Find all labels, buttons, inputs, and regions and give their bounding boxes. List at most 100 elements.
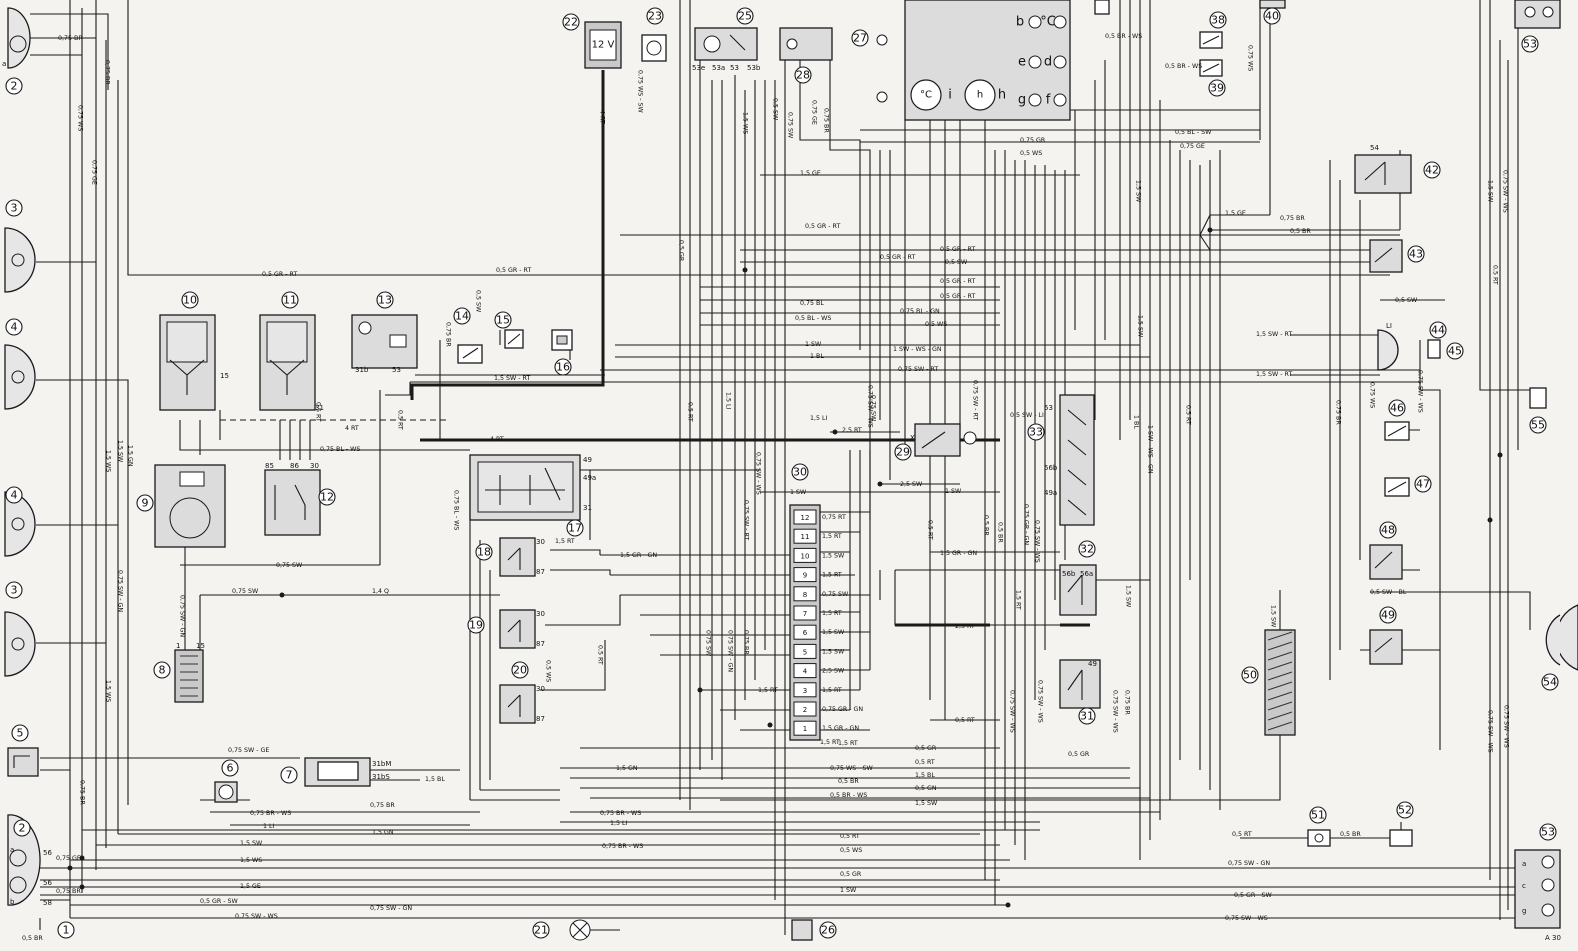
svg-text:3: 3	[11, 202, 18, 215]
battery-22: 12 V	[584, 21, 622, 69]
badge-17: 17	[566, 519, 584, 537]
svg-text:16: 16	[556, 361, 570, 374]
component-14-switch	[457, 344, 483, 364]
svg-text:0,75 SW - WS: 0,75 SW - WS	[1487, 710, 1494, 753]
svg-text:0,75 SW - WS: 0,75 SW - WS	[1503, 705, 1510, 748]
sender-28	[779, 27, 833, 61]
svg-text:0,75 BR: 0,75 BR	[823, 108, 830, 133]
svg-text:30: 30	[536, 610, 545, 618]
fuse-wire-label: 2,5 SW	[822, 668, 845, 675]
svg-text:2,5 SW: 2,5 SW	[900, 481, 923, 488]
svg-text:1 SW - WS - GN: 1 SW - WS - GN	[1147, 425, 1154, 474]
svg-text:1,5 GE: 1,5 GE	[240, 883, 261, 890]
svg-text:50: 50	[1243, 669, 1257, 682]
badge-22: 22	[562, 13, 580, 31]
svg-text:28: 28	[796, 69, 810, 82]
svg-text:0,5 BR: 0,5 BR	[1290, 228, 1311, 235]
svg-text:0,5 WS: 0,5 WS	[545, 660, 552, 682]
svg-text:0,75 BR: 0,75 BR	[743, 630, 750, 655]
svg-text:31: 31	[1080, 710, 1094, 723]
svg-text:0,75 GR: 0,75 GR	[1020, 137, 1046, 144]
svg-text:0,75 SW - WS: 0,75 SW - WS	[1225, 915, 1268, 922]
fuse-number: 5	[803, 648, 807, 656]
svg-text:0,75 BL - WS: 0,75 BL - WS	[453, 490, 460, 530]
svg-text:1: 1	[63, 924, 70, 937]
svg-text:1 LI: 1 LI	[263, 823, 275, 830]
svg-text:0,75 GE: 0,75 GE	[811, 100, 818, 125]
svg-text:30: 30	[536, 685, 545, 693]
svg-text:1,5 WS: 1,5 WS	[240, 857, 262, 864]
component-6-motor	[214, 781, 238, 803]
badge-28: 28	[794, 66, 812, 84]
svg-text:87: 87	[536, 640, 545, 648]
svg-text:1,5 GE: 1,5 GE	[1225, 210, 1246, 217]
svg-text:h: h	[998, 88, 1006, 103]
svg-text:18: 18	[477, 546, 491, 559]
svg-text:0,75 SW: 0,75 SW	[276, 562, 303, 569]
svg-text:0,75 BR: 0,75 BR	[370, 802, 395, 809]
badge-16: 16	[554, 358, 572, 376]
wiper-motor-25: 53e 53a 53 53b	[692, 27, 761, 72]
wire-network	[30, 0, 1540, 935]
svg-text:40: 40	[1265, 10, 1279, 23]
fuse-6	[793, 624, 817, 640]
svg-text:53: 53	[1541, 826, 1555, 839]
svg-text:7: 7	[286, 769, 293, 782]
badge-49: 49	[1379, 606, 1397, 624]
fuse-wire-label: 1,5 RT	[822, 687, 842, 694]
svg-text:0,5 SW: 0,5 SW	[475, 290, 482, 313]
svg-text:a: a	[2, 60, 6, 68]
svg-text:49: 49	[583, 456, 592, 464]
lamp-55	[1529, 387, 1547, 409]
svg-text:47: 47	[1416, 478, 1430, 491]
svg-text:0,75 SW - GN: 0,75 SW - GN	[1228, 860, 1270, 867]
badge-13: 13	[376, 291, 394, 309]
svg-text:22: 22	[564, 16, 578, 29]
svg-text:f: f	[1046, 93, 1051, 108]
badge-6: 6	[221, 759, 239, 777]
svg-text:0,75 SW - RT: 0,75 SW - RT	[898, 366, 938, 373]
relay-31	[1059, 659, 1101, 709]
component-17-control-unit: 49 49a 31	[469, 454, 596, 521]
svg-text:g: g	[1522, 907, 1526, 915]
badge-51: 51	[1309, 806, 1327, 824]
svg-text:17: 17	[568, 522, 582, 535]
svg-text:3: 3	[11, 584, 18, 597]
svg-text:1,5 GR - GN: 1,5 GR - GN	[940, 550, 977, 557]
lamp-54	[1545, 604, 1578, 671]
svg-text:39: 39	[1210, 82, 1224, 95]
badge-44: 44	[1429, 321, 1447, 339]
svg-text:29: 29	[896, 446, 910, 459]
lamp-4-top	[4, 344, 36, 410]
svg-text:0,5 SW: 0,5 SW	[945, 259, 968, 266]
svg-text:31b: 31b	[355, 366, 369, 374]
svg-text:2: 2	[11, 80, 18, 93]
svg-text:0,75 GE: 0,75 GE	[56, 855, 81, 862]
badge-15: 15	[494, 311, 512, 329]
svg-text:30: 30	[793, 466, 807, 479]
fuse-10	[793, 547, 817, 563]
svg-text:0,5 BR - WS: 0,5 BR - WS	[1105, 33, 1142, 40]
instrument-cluster: °C i h h b °C e d g f	[904, 0, 1071, 121]
fuse-number: 8	[803, 591, 807, 599]
badge-27: 27	[851, 29, 869, 47]
svg-text:1,5 GN: 1,5 GN	[616, 765, 638, 772]
taillight-53-top	[1514, 0, 1561, 29]
svg-text:87: 87	[536, 568, 545, 576]
svg-text:0,5 BR: 0,5 BR	[1340, 831, 1361, 838]
svg-text:30: 30	[536, 538, 545, 546]
svg-text:°C: °C	[1040, 15, 1056, 30]
svg-text:85: 85	[265, 462, 274, 470]
svg-text:0,5 BR: 0,5 BR	[983, 515, 990, 536]
svg-text:1,5 GN: 1,5 GN	[127, 445, 134, 467]
badge-30: 30	[791, 463, 809, 481]
svg-text:1 SW: 1 SW	[840, 887, 857, 894]
svg-text:b: b	[1016, 15, 1024, 30]
svg-text:56b: 56b	[1044, 464, 1058, 472]
svg-text:21: 21	[534, 924, 548, 937]
svg-text:1,5 SW: 1,5 SW	[240, 840, 263, 847]
svg-text:0,75 WS: 0,75 WS	[1369, 382, 1376, 408]
switch-47	[1384, 477, 1410, 497]
svg-text:0,75 BR: 0,75 BR	[56, 888, 81, 895]
svg-text:0,75 BR - WS: 0,75 BR - WS	[602, 843, 643, 850]
